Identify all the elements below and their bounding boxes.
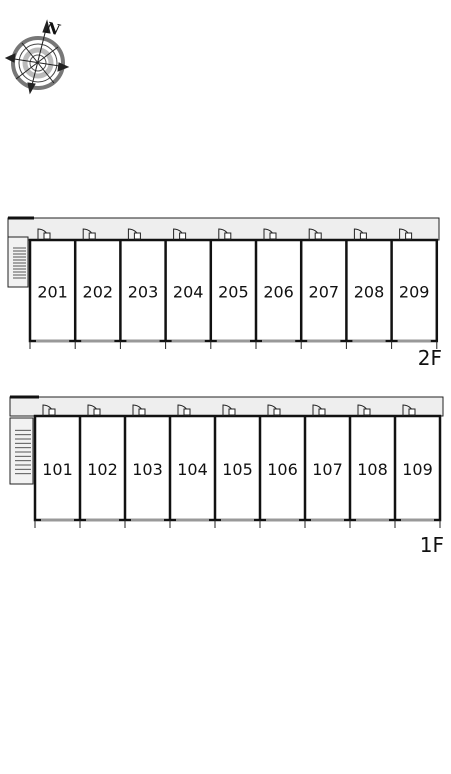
room-unit: 204 <box>164 228 205 343</box>
compass-rose-icon: N <box>4 18 70 95</box>
room-unit: 209 <box>390 228 431 343</box>
room-number: 207 <box>309 283 340 302</box>
room-unit: 101 <box>41 404 74 522</box>
room-number: 106 <box>267 460 298 479</box>
room-number: 104 <box>177 460 208 479</box>
room-number: 208 <box>354 283 385 302</box>
room-unit: 106 <box>258 404 299 522</box>
north-label: N <box>43 18 63 39</box>
room-unit: 202 <box>73 228 115 343</box>
room-number: 201 <box>37 283 68 302</box>
room-number: 109 <box>402 460 433 479</box>
room-unit: 203 <box>119 228 160 343</box>
room-number: 202 <box>83 283 114 302</box>
room-number: 209 <box>399 283 430 302</box>
room-number: 206 <box>263 283 294 302</box>
rooms-block <box>33 414 442 522</box>
corridor <box>9 396 444 417</box>
room-unit: 103 <box>123 404 164 522</box>
floor-label: 2F <box>418 346 442 370</box>
room-number: 203 <box>128 283 159 302</box>
room-unit: 104 <box>168 404 209 522</box>
room-unit: 205 <box>209 228 250 343</box>
room-unit: 108 <box>348 404 389 522</box>
room-unit: 207 <box>299 228 341 343</box>
rooms-block <box>28 238 439 343</box>
room-number: 205 <box>218 283 249 302</box>
room-number: 108 <box>357 460 388 479</box>
room-unit: 105 <box>213 404 254 522</box>
staircase <box>7 236 29 288</box>
room-number: 101 <box>42 460 73 479</box>
room-number: 105 <box>222 460 253 479</box>
room-unit: 109 <box>393 404 434 522</box>
room-number: 204 <box>173 283 204 302</box>
room-number: 103 <box>132 460 163 479</box>
room-unit: 102 <box>78 404 119 522</box>
corridor <box>7 217 440 241</box>
room-unit: 206 <box>254 228 296 343</box>
room-number: 107 <box>312 460 343 479</box>
floor-label: 1F <box>420 533 444 557</box>
room-number: 102 <box>87 460 118 479</box>
floor-1f: 101 102 103 104 105 106 107 108 109 1F <box>9 395 444 557</box>
room-unit: 201 <box>36 228 70 343</box>
room-unit: 107 <box>303 404 344 522</box>
staircase <box>9 417 34 485</box>
room-unit: 208 <box>345 228 386 343</box>
floor-2f: 201 202 203 204 205 206 207 208 209 2F <box>7 216 442 370</box>
